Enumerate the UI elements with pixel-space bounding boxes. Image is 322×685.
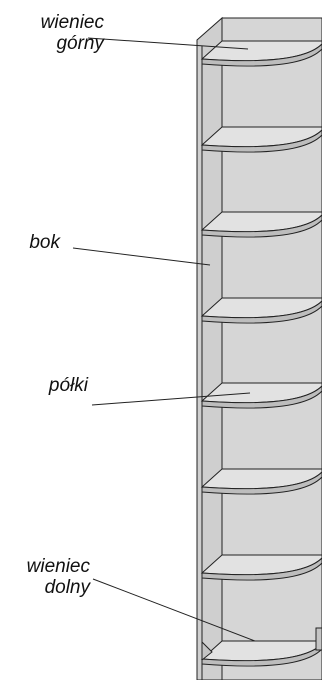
- label-shelves: półki: [48, 375, 88, 396]
- label-side: bok: [29, 232, 60, 253]
- shelf: [200, 126, 322, 153]
- label-bottom-crown-line1: wieniec: [26, 556, 90, 577]
- label-top-crown: wieniec górny: [0, 12, 104, 54]
- leader-line-top-crown: [87, 37, 249, 50]
- shelf: [200, 382, 322, 409]
- leader-line-side: [72, 247, 211, 266]
- leader-line-shelves: [91, 392, 251, 406]
- label-top-crown-line1: wieniec: [40, 12, 104, 33]
- side-panel: [196, 16, 223, 681]
- back-panel: [221, 17, 322, 681]
- shelf: [200, 40, 322, 67]
- shelves-group: [200, 40, 322, 667]
- shelf: [200, 554, 322, 581]
- shelf: [200, 640, 322, 667]
- shelf: [200, 468, 322, 495]
- label-top-crown-line2: górny: [56, 33, 104, 54]
- shelf: [200, 211, 322, 238]
- bottom-plinth: [201, 627, 322, 662]
- label-bottom-crown-line2: dolny: [44, 577, 90, 598]
- shelf: [200, 297, 322, 324]
- label-bottom-crown: wieniec dolny: [0, 556, 90, 598]
- leader-line-bottom-crown: [92, 578, 256, 642]
